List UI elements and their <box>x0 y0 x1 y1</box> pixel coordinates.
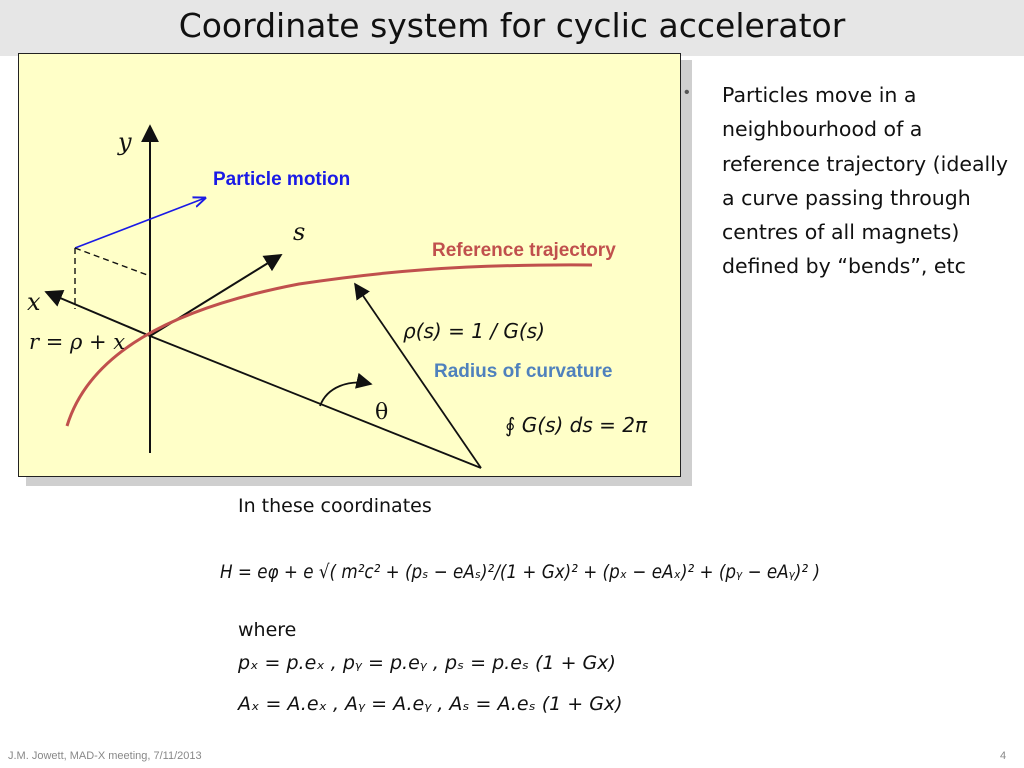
diagram-svg: y x s r = ρ + x Particle motion Referenc… <box>27 124 648 469</box>
where-text: where <box>238 619 297 641</box>
particle-motion-vector <box>74 198 205 249</box>
label-y: y <box>117 128 132 156</box>
intro-text: In these coordinates <box>238 495 432 517</box>
label-reference-trajectory: Reference trajectory <box>432 240 616 261</box>
equation-rho: ρ(s) = 1 / G(s) <box>403 319 545 343</box>
radius-line <box>149 335 482 469</box>
x-axis <box>44 290 151 337</box>
label-x: x <box>27 288 41 316</box>
momentum-definitions: pₓ = p.eₓ , pᵧ = p.eᵧ , pₛ = p.eₛ (1 + G… <box>238 652 616 674</box>
label-s: s <box>293 218 305 246</box>
bullet-text: Particles move in a neighbourhood of a r… <box>722 83 1009 279</box>
projection-dash-diagonal <box>74 247 151 277</box>
title-bar <box>0 0 1024 56</box>
label-radius-of-curvature: Radius of curvature <box>434 361 612 382</box>
reference-trajectory-curve <box>65 263 593 427</box>
page-number: 4 <box>1000 750 1007 762</box>
hamiltonian-text: H = eφ + e √( m²c² + (pₛ − eAₛ)²/(1 + Gx… <box>220 561 820 583</box>
second-radius-line <box>354 282 482 469</box>
label-r: r = ρ + x <box>29 330 125 354</box>
coordinate-diagram: y x s r = ρ + x Particle motion Referenc… <box>18 53 681 477</box>
slide-title: Coordinate system for cyclic accelerator <box>178 6 846 45</box>
theta-arc <box>319 372 373 407</box>
hamiltonian-equation: H = eφ + e √( m²c² + (pₛ − eAₛ)²/(1 + Gx… <box>220 561 820 583</box>
footer-author: J.M. Jowett, MAD-X meeting, 7/11/2013 <box>8 750 202 762</box>
equation-integral: ∮ G(s) ds = 2π <box>505 413 648 437</box>
label-particle-motion: Particle motion <box>213 169 350 190</box>
label-theta: θ <box>375 400 388 425</box>
bullet-marker-icon: • <box>684 84 690 101</box>
potential-definitions: Aₓ = A.eₓ , Aᵧ = A.eᵧ , Aₛ = A.eₛ (1 + G… <box>238 693 623 715</box>
